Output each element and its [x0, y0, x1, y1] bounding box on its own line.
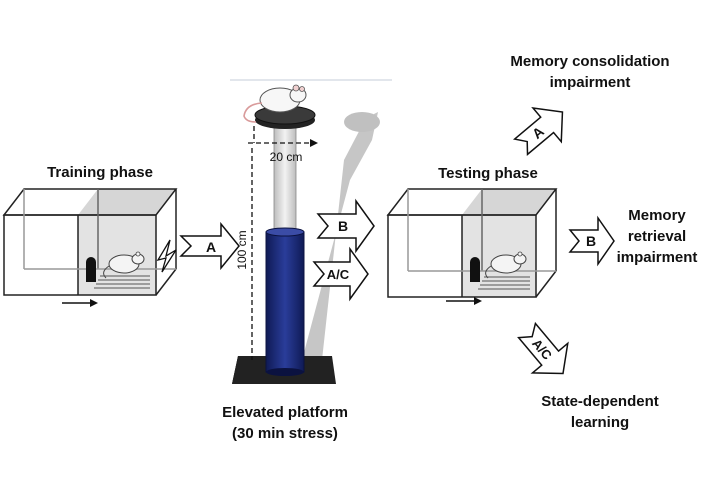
- memory-consolidation-line2: impairment: [549, 74, 631, 91]
- shock-lightning-icon: [156, 239, 177, 273]
- testing-door-icon: [470, 257, 480, 282]
- testing-grid-floor-icon: [478, 276, 530, 290]
- memory-consolidation-caption: Memory consolidation impairment: [480, 51, 700, 93]
- svg-text:A/C: A/C: [327, 267, 350, 282]
- arrow-to-retrieval: B: [568, 215, 615, 267]
- platform-height-label: 100 cm: [235, 230, 249, 269]
- platform-width-label: 20 cm: [270, 150, 303, 164]
- memory-retrieval-caption: Memory retrieval impairment: [612, 205, 702, 268]
- platform-pole: [265, 231, 305, 373]
- elevated-platform-label: Elevated platform: [222, 404, 348, 421]
- svg-text:B: B: [586, 233, 596, 249]
- platform-shadow: [302, 112, 378, 360]
- svg-text:B: B: [338, 218, 348, 234]
- testing-rat-icon: [485, 251, 527, 279]
- platform-width-dimension: [248, 126, 314, 144]
- training-grid-floor-icon: [94, 275, 150, 289]
- arrow-to-consolidation: A: [512, 107, 564, 156]
- arrow-training-to-platform: A: [179, 221, 240, 271]
- memory-retrieval-line3: impairment: [616, 249, 698, 266]
- platform-shadow-top: [344, 112, 380, 132]
- state-dependent-caption: State-dependent learning: [520, 391, 680, 433]
- arrow-platform-to-testing-ac: A/C: [312, 246, 369, 302]
- memory-retrieval-line1: Memory: [628, 207, 686, 224]
- svg-text:A: A: [206, 239, 216, 255]
- training-phase-label: Training phase: [47, 164, 153, 181]
- training-rat-icon: [103, 251, 145, 279]
- elevated-platform-caption: Elevated platform (30 min stress): [200, 402, 370, 444]
- state-dependent-line2: learning: [570, 414, 630, 431]
- state-dependent-line1: State-dependent: [541, 393, 659, 410]
- training-door-icon: [86, 257, 96, 282]
- training-box-dark-top: [78, 189, 176, 215]
- training-box-dark-compartment: [78, 215, 156, 295]
- memory-retrieval-line2: retrieval: [627, 228, 687, 245]
- training-direction-arrow-icon: [62, 299, 98, 307]
- memory-consolidation-line1: Memory consolidation: [510, 53, 670, 70]
- testing-direction-arrow-icon: [446, 297, 482, 305]
- testing-phase-label: Testing phase: [438, 165, 538, 182]
- arrow-to-state-dependent: A/C: [517, 321, 569, 375]
- stress-duration-label: (30 min stress): [232, 425, 338, 442]
- arrow-platform-to-testing-b: B: [316, 198, 375, 254]
- platform-rat-icon: [243, 84, 307, 123]
- platform-upper-tube: [273, 127, 297, 237]
